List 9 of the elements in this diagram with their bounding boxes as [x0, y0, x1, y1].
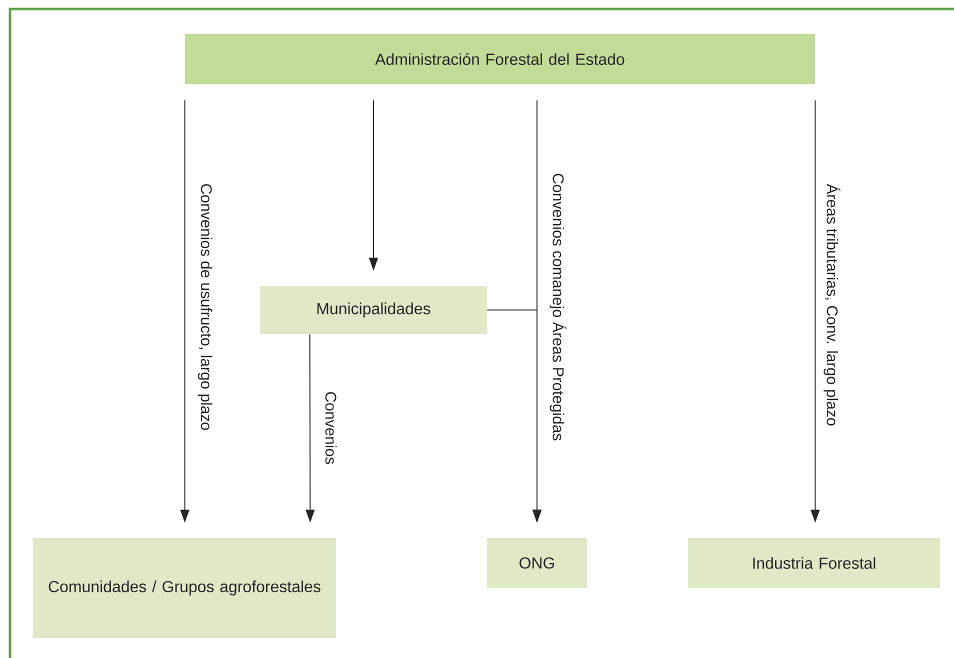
- box: Industria Forestal: [688, 538, 940, 588]
- edge-label: Convenios comanejo Áreas Protegidas: [550, 174, 566, 440]
- box: Municipalidades: [260, 286, 487, 334]
- edge-label: Convenios: [325, 392, 337, 464]
- box: ONG: [487, 538, 587, 588]
- edge-label: Áreas tributarias, Conv. largo plazo: [824, 184, 840, 426]
- edge-label: Convenios de usufructo, largo plazo: [198, 184, 212, 430]
- box: Administración Forestal del Estado: [185, 34, 815, 84]
- box: Comunidades / Grupos agroforestales: [33, 538, 336, 638]
